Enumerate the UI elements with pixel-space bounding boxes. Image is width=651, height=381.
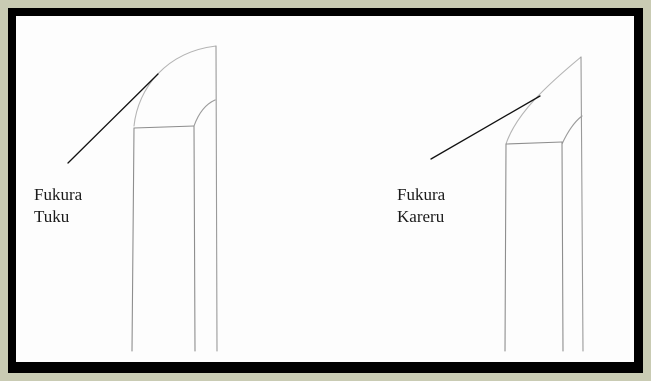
blade-right-edge	[504, 143, 507, 352]
blade-right-yokote-curve	[561, 115, 583, 145]
blade-left-yokote-curve	[193, 99, 216, 127]
blade-right-spine	[580, 56, 584, 352]
blade-left-edge	[131, 127, 135, 352]
blade-right-yokote	[505, 141, 563, 145]
blade-left-spine	[215, 45, 218, 352]
label-left-line2: Tuku	[34, 207, 70, 226]
blade-right-shinogi	[561, 141, 564, 352]
outer-frame: Fukura Tuku Fukura Kareru	[4, 4, 647, 377]
sword-tip-sketches	[67, 45, 584, 352]
blade-left-pointer	[67, 73, 159, 164]
label-left: Fukura Tuku	[34, 184, 82, 228]
blade-left-yokote	[133, 125, 195, 129]
blade-right	[430, 56, 584, 352]
blade-left-shinogi	[193, 125, 196, 352]
sketch-paper: Fukura Tuku Fukura Kareru	[16, 16, 634, 362]
blade-left	[67, 45, 218, 352]
label-right-line1: Fukura	[397, 185, 446, 204]
label-right-line2: Kareru	[397, 207, 445, 226]
label-left-line1: Fukura	[34, 185, 83, 204]
blade-right-fukura-curve	[505, 56, 582, 145]
label-right: Fukura Kareru	[397, 184, 445, 228]
blade-right-pointer	[430, 95, 541, 160]
black-border: Fukura Tuku Fukura Kareru	[8, 8, 643, 373]
